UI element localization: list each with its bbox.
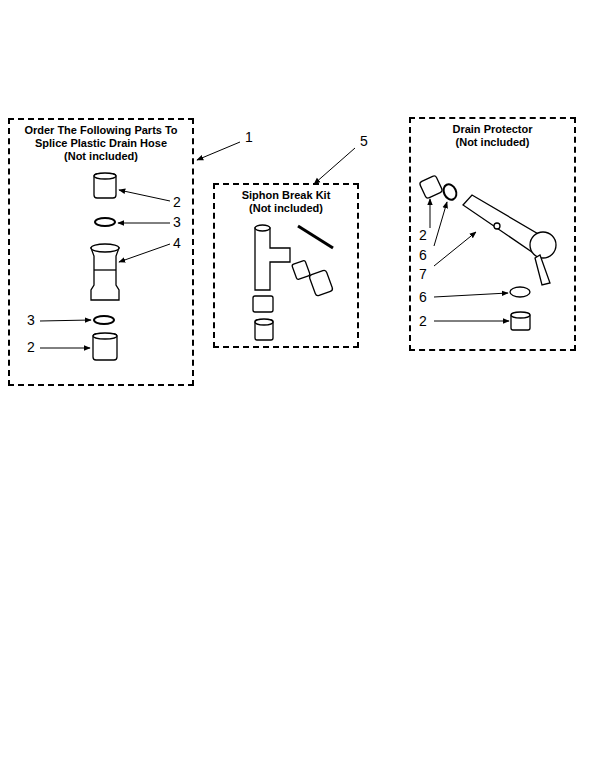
callout-number: 2 (418, 228, 428, 243)
group-heading: Drain Protector (414, 123, 572, 136)
callout-number: 2 (26, 340, 36, 355)
group-heading: Siphon Break Kit (217, 189, 355, 202)
drain-coupling (419, 175, 443, 199)
siphon-nut (292, 260, 311, 280)
group-heading: (Not included) (12, 150, 190, 163)
callout-number: 2 (172, 195, 182, 210)
callout-number: 3 (172, 215, 182, 230)
clamp-ring (94, 316, 114, 324)
callout-number: 5 (359, 134, 369, 149)
callout-number: 2 (418, 314, 428, 329)
callout-number: 3 (26, 313, 36, 328)
drain-seal (441, 182, 459, 202)
callout-number: 6 (418, 290, 428, 305)
callout-number: 7 (418, 267, 428, 282)
group-heading: Order The Following Parts To Splice Plas… (12, 124, 190, 150)
splice-tube (91, 248, 119, 300)
group-heading: (Not included) (217, 202, 355, 215)
callout-number: 1 (244, 130, 254, 145)
drain-seal (510, 287, 530, 297)
clamp-ring (95, 218, 115, 226)
parts-group-box: Drain Protector(Not included) (409, 117, 576, 351)
siphon-nut (253, 296, 273, 312)
hose-coupling (93, 334, 117, 360)
drain-valve (530, 232, 556, 258)
siphon-pin (298, 226, 333, 248)
siphon-tee (255, 228, 290, 290)
siphon-adapter (309, 270, 333, 297)
hose-coupling (94, 174, 116, 198)
drain-protector-body (463, 195, 540, 252)
parts-group-box: Order The Following Parts To Splice Plas… (8, 118, 194, 386)
callout-number: 6 (418, 248, 428, 263)
parts-group-box: Siphon Break Kit(Not included) (213, 183, 359, 348)
siphon-bushing (255, 320, 273, 340)
group-heading: (Not included) (414, 136, 572, 149)
leader-lines (40, 142, 509, 348)
callout-number: 4 (172, 236, 182, 251)
